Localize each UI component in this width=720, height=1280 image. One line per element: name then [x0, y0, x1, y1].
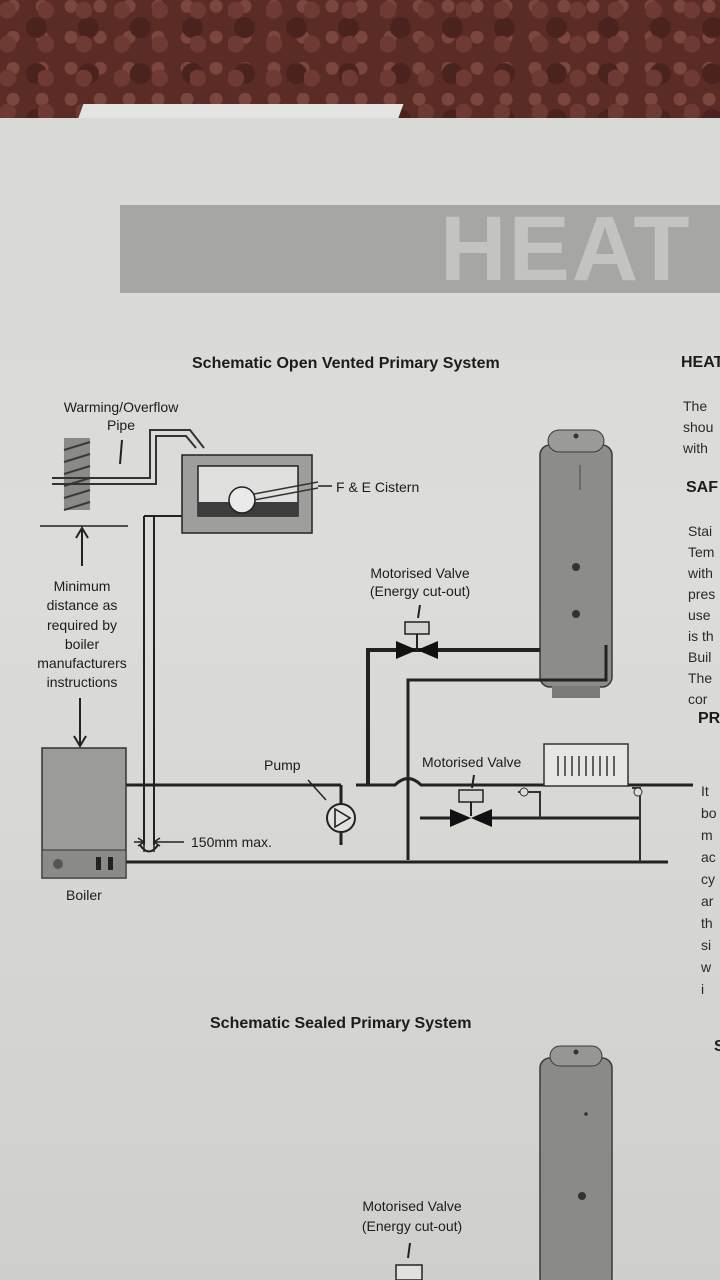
right-line: w: [701, 959, 712, 975]
label-minimum-distance: Minimum distance as required by boiler m…: [37, 578, 127, 691]
right-line: ac: [701, 849, 716, 865]
hot-water-cylinder: [539, 429, 613, 698]
vent-pipe: [143, 515, 182, 845]
right-fragment: S: [714, 1038, 720, 1055]
right-heading-1: HEAT: [681, 354, 720, 371]
right-line: cor: [688, 691, 708, 707]
right-line: bo: [701, 805, 717, 821]
sealed-cylinder: [539, 1045, 613, 1280]
right-text-block-1: The shou with: [683, 396, 713, 459]
main-flow-pipe: [100, 777, 693, 787]
cylinder-flow-pipe: [366, 648, 540, 785]
right-line: The: [688, 670, 713, 686]
right-line: cy: [701, 871, 715, 887]
wall-hatch: [63, 438, 91, 511]
right-line: The: [683, 398, 708, 414]
right-line: Tem: [688, 544, 715, 560]
right-line: Stai: [688, 523, 713, 539]
diagram-title-open-vented: Schematic Open Vented Primary System: [192, 355, 500, 372]
sealed-motorised-valve: [395, 1242, 423, 1280]
header-band-watermark: HEAT: [440, 198, 692, 300]
right-line: pres: [688, 586, 716, 602]
cistern: [181, 454, 332, 534]
label-sealed-motorised-valve: Motorised Valve (Energy cut-out): [361, 1198, 463, 1234]
right-line: ar: [701, 893, 714, 909]
right-line: i: [701, 981, 705, 997]
right-line: si: [701, 937, 712, 953]
boiler: [41, 747, 127, 879]
right-line: shou: [683, 419, 714, 435]
label-motorised-valve-energy-cutout: Motorised Valve (Energy cut-out): [369, 565, 471, 599]
right-line: use: [688, 607, 711, 623]
right-line: th: [701, 915, 713, 931]
min-distance-arrow-down: [73, 698, 87, 748]
label-motorised-valve: Motorised Valve: [422, 754, 522, 770]
right-text-block-3: It bo m ac cy ar th si w i: [701, 780, 717, 1000]
label-warming-overflow-pipe: Warming/Overflow Pipe: [63, 399, 179, 433]
label-boiler: Boiler: [66, 887, 102, 903]
right-line: is th: [688, 628, 714, 644]
right-line: Buil: [688, 649, 712, 665]
right-line: with: [688, 565, 713, 581]
right-heading-2: SAF: [686, 479, 718, 496]
right-text-block-2: Stai Tem with pres use is th Buil The co…: [688, 521, 715, 710]
label-fe-cistern: F & E Cistern: [336, 479, 420, 495]
right-heading-3: PR: [698, 710, 720, 727]
diagram-title-sealed: Schematic Sealed Primary System: [210, 1015, 472, 1032]
cylinder-return-pipe: [406, 645, 608, 860]
header-band: [120, 205, 720, 293]
motorised-valve-2: [450, 774, 492, 827]
radiator: [518, 743, 643, 862]
min-distance-arrow-up: [75, 526, 89, 566]
warming-pipe-pointer: [119, 439, 123, 465]
motorised-valve-1: [396, 604, 438, 659]
right-line: m: [701, 827, 713, 843]
label-pump: Pump: [264, 757, 301, 773]
right-line: with: [683, 440, 708, 456]
dimension-marker: [134, 832, 184, 852]
label-150mm-max: 150mm max.: [191, 834, 272, 850]
right-line: It: [701, 783, 709, 799]
overflow-pipe: [52, 429, 205, 479]
pump: [307, 779, 356, 833]
